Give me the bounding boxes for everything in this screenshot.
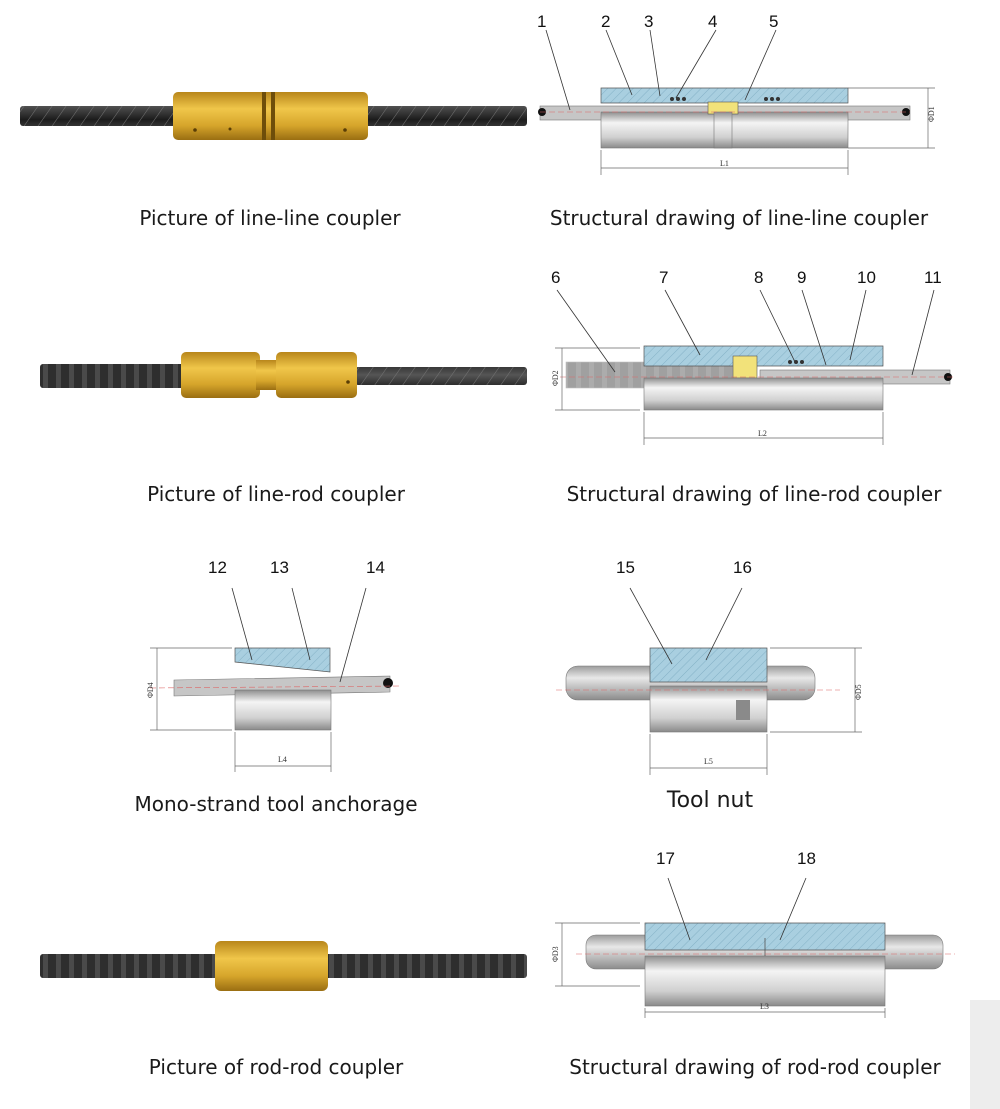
callout-1: 1: [537, 12, 546, 31]
caption-line-rod-drawing: Structural drawing of line-rod coupler: [566, 482, 942, 506]
line-rod-coupler-photo: [40, 352, 527, 398]
callout-18: 18: [797, 849, 816, 868]
dim-l2: L2: [758, 429, 767, 438]
rod-rod-coupler-drawing: [555, 877, 955, 1018]
caption-line-rod-photo: Picture of line-rod coupler: [147, 482, 405, 506]
callout-15: 15: [616, 558, 635, 577]
dim-d3: ΦD3: [551, 946, 560, 962]
callout-2: 2: [601, 12, 610, 31]
dim-l4: L4: [278, 755, 287, 764]
dim-d2: ΦD2: [551, 370, 560, 386]
caption-anchorage: Mono-strand tool anchorage: [134, 792, 418, 816]
dim-d4: ΦD4: [146, 682, 155, 698]
tool-nut-drawing: [556, 587, 862, 775]
callout-4: 4: [708, 12, 717, 31]
caption-rod-rod-photo: Picture of rod-rod coupler: [148, 1055, 404, 1079]
callout-17: 17: [656, 849, 675, 868]
callout-13: 13: [270, 558, 289, 577]
caption-rod-rod-drawing: Structural drawing of rod-rod coupler: [569, 1055, 941, 1079]
dim-l3: L3: [760, 1002, 769, 1011]
callout-3: 3: [644, 12, 653, 31]
callout-7: 7: [659, 268, 668, 287]
caption-line-line-photo: Picture of line-line coupler: [139, 206, 401, 230]
rod-rod-coupler-photo: [40, 941, 527, 991]
callout-12: 12: [208, 558, 227, 577]
callout-16: 16: [733, 558, 752, 577]
dim-l1: L1: [720, 159, 729, 168]
mono-strand-anchorage-drawing: [149, 587, 401, 772]
callout-14: 14: [366, 558, 385, 577]
callout-9: 9: [797, 268, 806, 287]
callout-11: 11: [924, 268, 942, 287]
dim-d5: ΦD5: [854, 684, 863, 700]
caption-tool-nut: Tool nut: [666, 788, 754, 813]
callout-10: 10: [857, 268, 876, 287]
callout-8: 8: [754, 268, 763, 287]
callout-5: 5: [769, 12, 778, 31]
line-line-coupler-photo: [20, 92, 527, 140]
dim-l5: L5: [704, 757, 713, 766]
dim-d1: ΦD1: [927, 106, 936, 122]
callout-6: 6: [551, 268, 560, 287]
side-tab: [970, 1000, 1000, 1109]
line-rod-coupler-drawing: [555, 289, 955, 445]
caption-line-line-drawing: Structural drawing of line-line coupler: [549, 206, 929, 230]
line-line-coupler-drawing: [538, 29, 935, 175]
